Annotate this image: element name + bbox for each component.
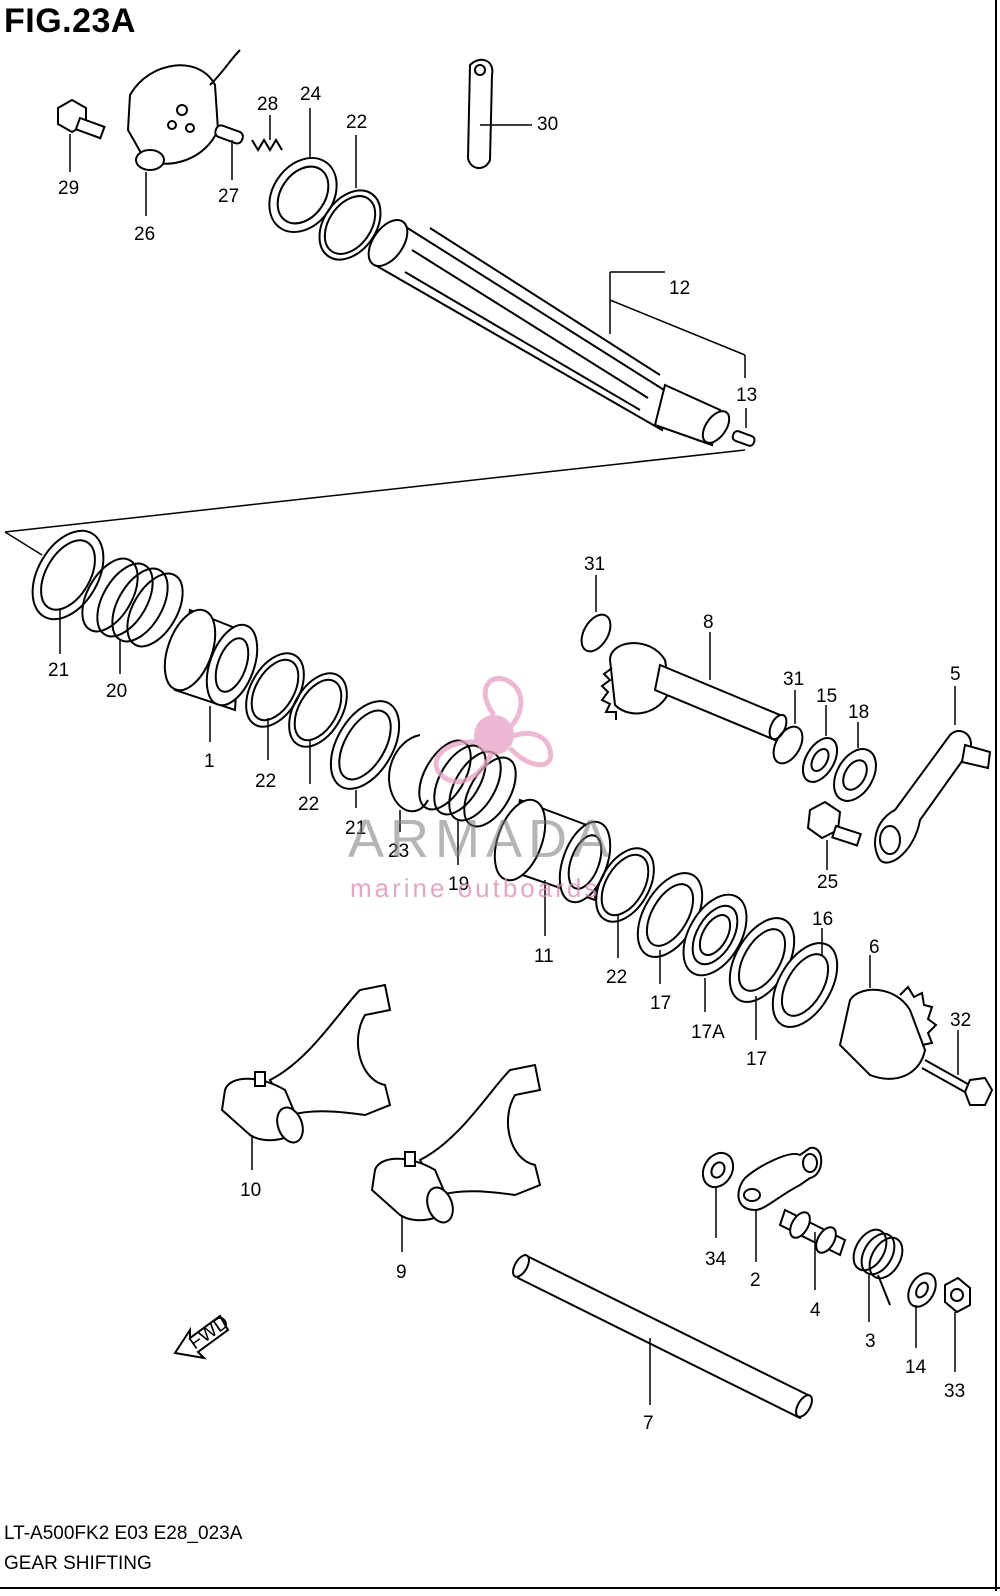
- part-bolt-32: [921, 1030, 994, 1106]
- figure-subtitle: GEAR SHIFTING: [4, 1553, 152, 1574]
- callout-6: 6: [869, 937, 880, 958]
- callout-23: 23: [388, 841, 409, 862]
- callout-24: 24: [300, 84, 322, 105]
- part-bolt-29: [57, 98, 106, 172]
- part-shift-fork-10: [220, 983, 392, 1170]
- callout-33: 33: [944, 1381, 965, 1402]
- part-washer-34: [701, 1151, 735, 1238]
- callout-3: 3: [865, 1331, 876, 1352]
- callout-26: 26: [134, 224, 155, 245]
- part-gearshift-cam-12: [367, 219, 746, 447]
- callout-8: 8: [703, 612, 714, 633]
- callout-27: 27: [218, 186, 239, 207]
- callout-32: 32: [950, 1010, 971, 1031]
- callout-31: 31: [584, 554, 605, 575]
- figure-title: FIG.23A: [4, 2, 136, 40]
- part-return-spring-3: [852, 1228, 904, 1322]
- callout-22: 22: [346, 112, 367, 133]
- callout-21: 21: [345, 818, 366, 839]
- callout-34: 34: [705, 1249, 727, 1270]
- part-gear-6: [838, 955, 938, 1080]
- watermark-brand: ARMADA: [348, 809, 616, 869]
- callout-25: 25: [817, 872, 838, 893]
- callout-30: 30: [537, 114, 558, 135]
- part-bolt-25: [806, 800, 862, 870]
- part-fork-shaft-7: [512, 1253, 813, 1420]
- callout-9: 9: [396, 1262, 407, 1283]
- callout-14: 14: [905, 1357, 927, 1378]
- callout-31: 31: [783, 669, 804, 690]
- watermark-propeller-icon: [433, 675, 554, 785]
- callout-20: 20: [106, 681, 127, 702]
- part-circlip-31-b: [772, 690, 804, 765]
- callout-1: 1: [204, 751, 215, 772]
- callout-17: 17: [650, 993, 671, 1014]
- callout-21: 21: [48, 660, 69, 681]
- part-sleeve-11: [493, 798, 612, 936]
- callout-15: 15: [816, 686, 837, 707]
- part-stopper-30: [466, 58, 532, 169]
- part-spring-28: [251, 115, 283, 152]
- callout-16: 16: [812, 909, 833, 930]
- callout-17: 17: [746, 1049, 767, 1070]
- part-washer-16: [771, 928, 839, 1028]
- callout-12: 12: [669, 278, 690, 299]
- fwd-label: FWD: [185, 1312, 232, 1354]
- part-pin-27: [214, 124, 244, 180]
- part-washer-14: [907, 1272, 937, 1348]
- callout-17A: 17A: [691, 1022, 725, 1043]
- callout-2: 2: [750, 1270, 761, 1291]
- part-shift-arm-5: [874, 686, 992, 864]
- callout-labels: 29 26 27 28 24 22 30 12 13 21 20 1 22 22…: [48, 84, 971, 1434]
- part-oil-seal-18: [833, 722, 877, 802]
- model-code: LT-A500FK2 E03 E28_023A: [4, 1523, 243, 1544]
- callout-28: 28: [257, 94, 278, 115]
- part-shift-fork-9: [370, 1063, 542, 1252]
- callout-29: 29: [58, 178, 79, 199]
- part-bearing-17A: [682, 893, 748, 1012]
- callout-22: 22: [298, 794, 319, 815]
- callout-5: 5: [950, 664, 961, 685]
- callout-11: 11: [534, 946, 554, 967]
- part-nut-33: [944, 1276, 971, 1372]
- callout-22: 22: [255, 771, 276, 792]
- callout-7: 7: [643, 1413, 654, 1434]
- part-circlip-22-b: [288, 672, 348, 784]
- part-sleeve-1: [163, 608, 259, 742]
- callout-4: 4: [810, 1300, 821, 1321]
- part-washer-15: [801, 705, 839, 783]
- part-pin-13: [731, 355, 756, 447]
- part-washer-21-mid: [329, 700, 401, 808]
- part-circlip-22-c: [595, 847, 655, 958]
- callout-10: 10: [240, 1180, 261, 1201]
- part-circlip-23: [388, 734, 429, 832]
- part-stopper-bolt-4: [778, 1208, 847, 1290]
- part-spring-20: [81, 557, 184, 674]
- callout-18: 18: [848, 702, 869, 723]
- part-switch-26: [126, 49, 241, 216]
- callout-19: 19: [448, 874, 469, 895]
- callout-22: 22: [606, 967, 627, 988]
- part-shift-shaft-8: [580, 575, 788, 742]
- fwd-arrow-icon: FWD: [173, 1312, 233, 1360]
- part-stopper-plate-2: [737, 1146, 823, 1262]
- watermark-tagline: marine outboards: [350, 873, 601, 903]
- callout-13: 13: [736, 385, 757, 406]
